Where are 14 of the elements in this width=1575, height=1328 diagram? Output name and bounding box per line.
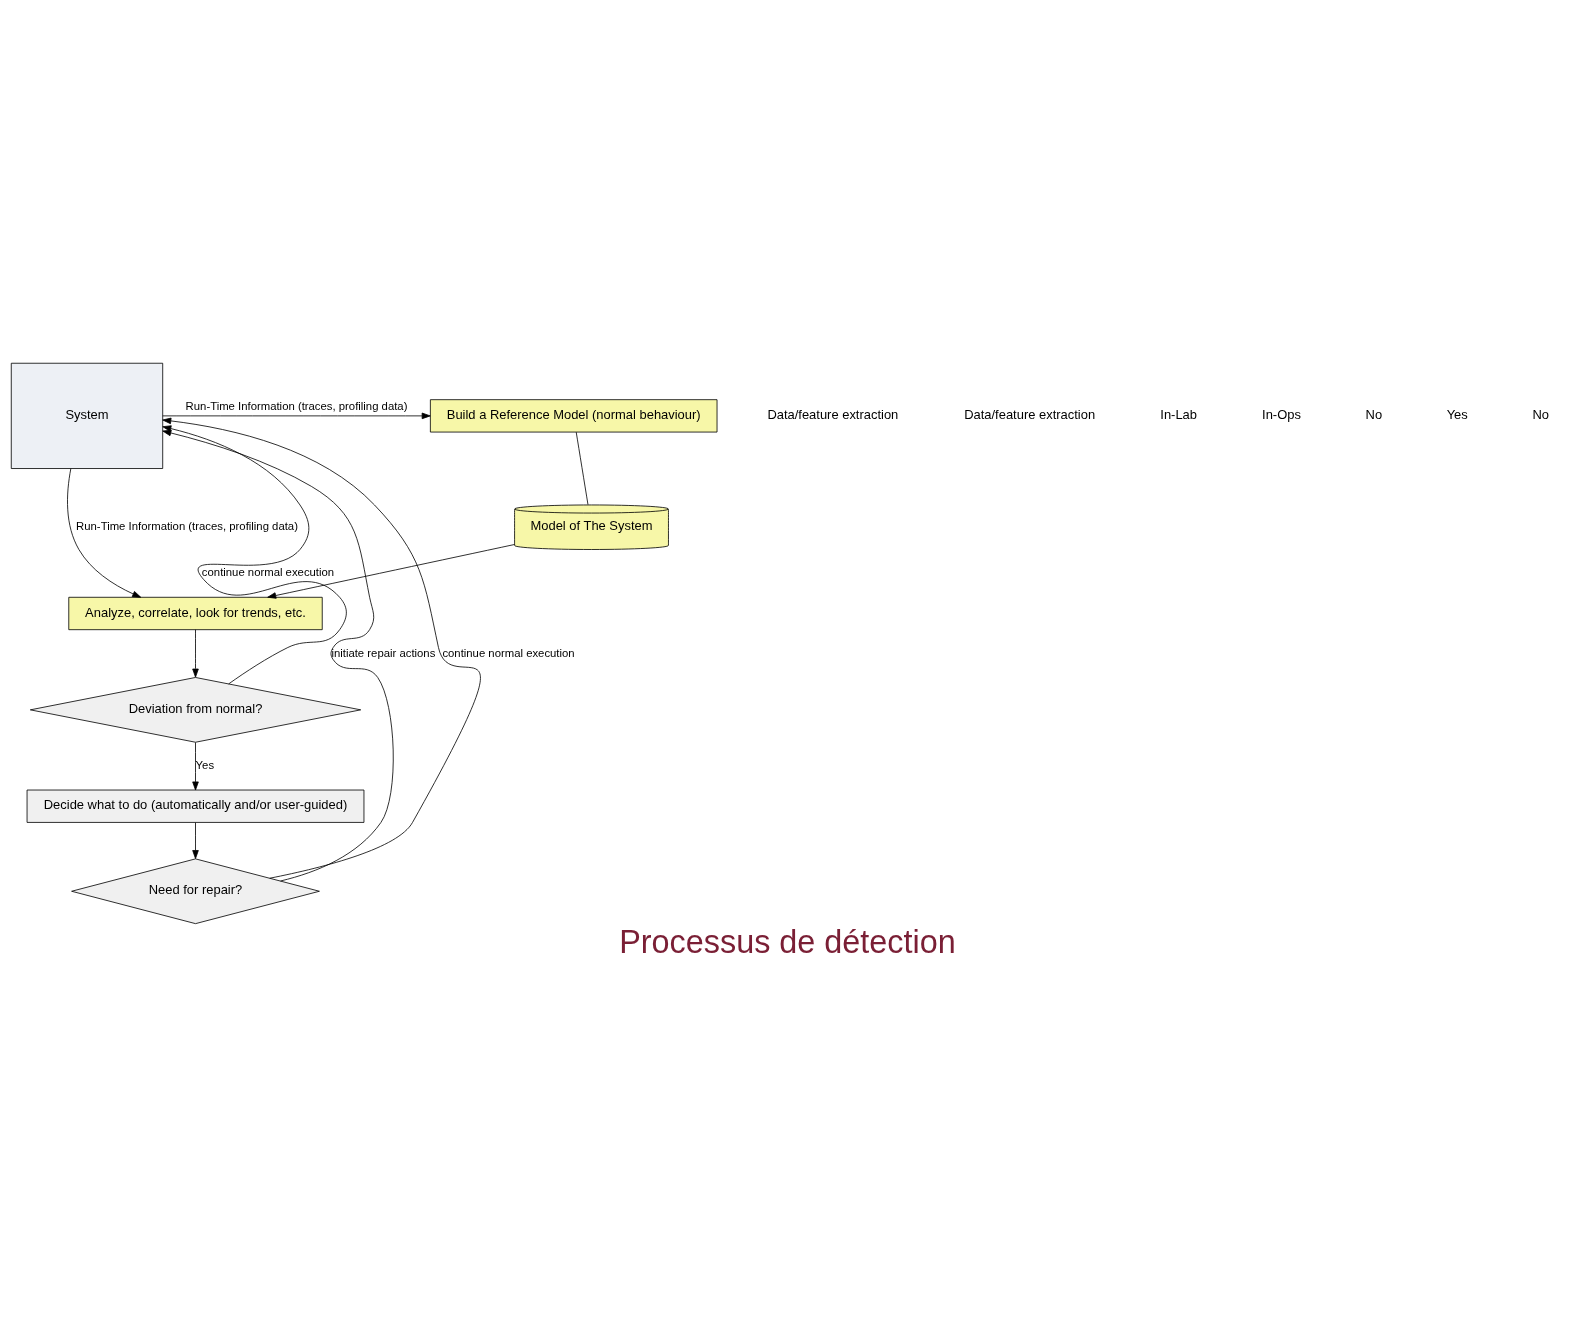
edge-label: continue normal execution [201,565,335,578]
label: Yes [1446,406,1468,422]
label: Data/feature extraction [767,406,899,422]
edge-label: Yes [195,758,215,771]
label: In-Ops [1262,406,1301,422]
label: No [1532,406,1549,422]
edge-label: initiate repair actions [331,646,436,659]
diagram-title: Processus de détection [619,923,956,960]
label: Data/feature extraction [964,406,1096,422]
edge-label: Run-Time Information (traces, profiling data) [185,399,408,412]
label: In-Lab [1160,406,1197,422]
label: No [1365,406,1383,422]
edge-label: Run-Time Information (traces, profiling data) [76,519,298,532]
edge-label: continue normal execution [442,646,575,659]
